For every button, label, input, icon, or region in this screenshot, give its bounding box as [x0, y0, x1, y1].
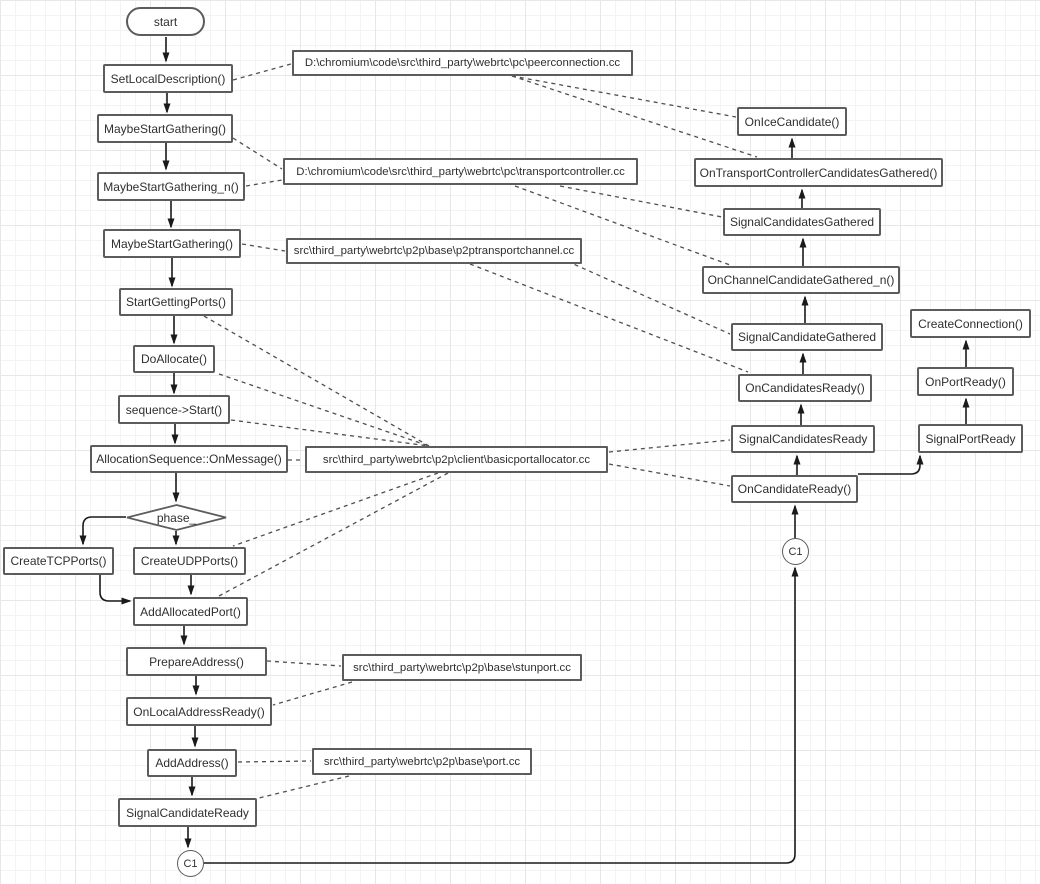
node-c1-bottom[interactable]: C1: [177, 850, 204, 877]
node-signal-candidates-ready[interactable]: SignalCandidatesReady: [731, 425, 875, 453]
node-file-p2ptransportchannel[interactable]: src\third_party\webrtc\p2p\base\p2ptrans…: [286, 238, 582, 264]
edge-start-getting-ports--file-basicportallocator: [203, 315, 430, 447]
node-signal-candidate-gathered[interactable]: SignalCandidateGathered: [731, 323, 883, 351]
edge-file-stunport--on-local-address-ready: [272, 681, 353, 706]
node-on-local-address-ready[interactable]: OnLocalAddressReady(): [126, 697, 272, 726]
node-on-candidates-ready[interactable]: OnCandidatesReady(): [738, 374, 872, 402]
edge-file-transportcontroller--on-channel-candidate-gathered-n: [514, 185, 731, 266]
node-add-address[interactable]: AddAddress(): [147, 749, 237, 777]
edge-set-local-description--file-peerconnection: [232, 63, 292, 81]
edge-file-peerconnection--on-ice-candidate: [511, 75, 737, 118]
decision-diamond-shape: [126, 504, 227, 531]
node-label: phase_: [156, 510, 197, 525]
node-file-stunport[interactable]: src\third_party\webrtc\p2p\base\stunport…: [342, 654, 582, 681]
edge-file-p2ptransportchannel--on-candidates-ready: [469, 263, 749, 373]
node-do-allocate[interactable]: DoAllocate(): [133, 345, 215, 373]
edge-sequence-start--file-basicportallocator: [230, 419, 430, 447]
node-maybe-start-gathering-n[interactable]: MaybeStartGathering_n(): [97, 172, 245, 201]
node-on-candidate-ready[interactable]: OnCandidateReady(): [731, 475, 858, 503]
edge-maybe-start-gathering-1--file-transportcontroller: [232, 137, 283, 170]
node-allocation-sequence-on-message[interactable]: AllocationSequence::OnMessage(): [90, 445, 288, 473]
edge-do-allocate--file-basicportallocator: [218, 373, 430, 447]
edge-file-basicportallocator--signal-candidates-ready: [608, 439, 731, 453]
edge-file-basicportallocator--create-udp-ports: [232, 472, 439, 547]
edge-file-basicportallocator--add-allocated-port: [218, 472, 449, 597]
edge-file-transportcontroller--signal-candidates-gathered: [559, 185, 723, 218]
node-start[interactable]: start: [126, 7, 205, 36]
node-prepare-address[interactable]: PrepareAddress(): [126, 647, 267, 676]
node-on-ice-candidate[interactable]: OnIceCandidate(): [737, 107, 847, 136]
edge-c1-bottom--c1-middle: [204, 566, 799, 864]
node-file-basicportallocator[interactable]: src\third_party\webrtc\p2p\client\basicp…: [305, 446, 608, 473]
node-create-udp-ports[interactable]: CreateUDPPorts(): [133, 547, 246, 575]
node-signal-port-ready[interactable]: SignalPortReady: [918, 424, 1023, 453]
edge-file-peerconnection--on-transport-controller-candidates-gathered: [511, 75, 758, 158]
node-signal-candidate-ready[interactable]: SignalCandidateReady: [118, 798, 257, 827]
node-start-getting-ports[interactable]: StartGettingPorts(): [119, 288, 233, 316]
edge-file-p2ptransportchannel--signal-candidate-gathered: [559, 257, 731, 335]
node-phase[interactable]: phase_: [126, 504, 227, 531]
node-add-allocated-port[interactable]: AddAllocatedPort(): [133, 597, 248, 626]
node-file-peerconnection[interactable]: D:\chromium\code\src\third_party\webrtc\…: [292, 50, 633, 76]
edge-file-basicportallocator--on-candidate-ready: [608, 463, 731, 487]
node-file-port[interactable]: src\third_party\webrtc\p2p\base\port.cc: [312, 748, 532, 775]
node-file-transportcontroller[interactable]: D:\chromium\code\src\third_party\webrtc\…: [283, 158, 638, 185]
edge-add-address--file-port: [237, 760, 312, 763]
node-set-local-description[interactable]: SetLocalDescription(): [103, 64, 233, 93]
edge-prepare-address--file-stunport: [266, 660, 342, 667]
edge-create-tcp-ports--add-allocated-port: [99, 575, 132, 605]
node-maybe-start-gathering-2[interactable]: MaybeStartGathering(): [103, 229, 241, 258]
node-on-channel-candidate-gathered-n[interactable]: OnChannelCandidateGathered_n(): [702, 266, 900, 294]
node-create-connection[interactable]: CreateConnection(): [910, 309, 1031, 338]
edge-maybe-start-gathering-2--file-p2ptransportchannel: [241, 243, 286, 252]
node-sequence-start[interactable]: sequence->Start(): [118, 395, 230, 424]
edge-on-candidate-ready--signal-port-ready: [858, 454, 924, 475]
node-create-tcp-ports[interactable]: CreateTCPPorts(): [3, 547, 114, 575]
edge-phase--create-tcp-ports: [79, 516, 126, 546]
node-on-port-ready[interactable]: OnPortReady(): [917, 367, 1014, 396]
node-on-transport-controller-candidates-gathered[interactable]: OnTransportControllerCandidatesGathered(…: [694, 158, 943, 187]
node-c1-middle[interactable]: C1: [782, 538, 809, 565]
node-signal-candidates-gathered[interactable]: SignalCandidatesGathered: [723, 208, 881, 236]
edge-file-port--signal-candidate-ready: [258, 775, 350, 799]
edge-maybe-start-gathering-n--file-transportcontroller: [245, 179, 283, 187]
node-maybe-start-gathering-1[interactable]: MaybeStartGathering(): [97, 114, 233, 143]
